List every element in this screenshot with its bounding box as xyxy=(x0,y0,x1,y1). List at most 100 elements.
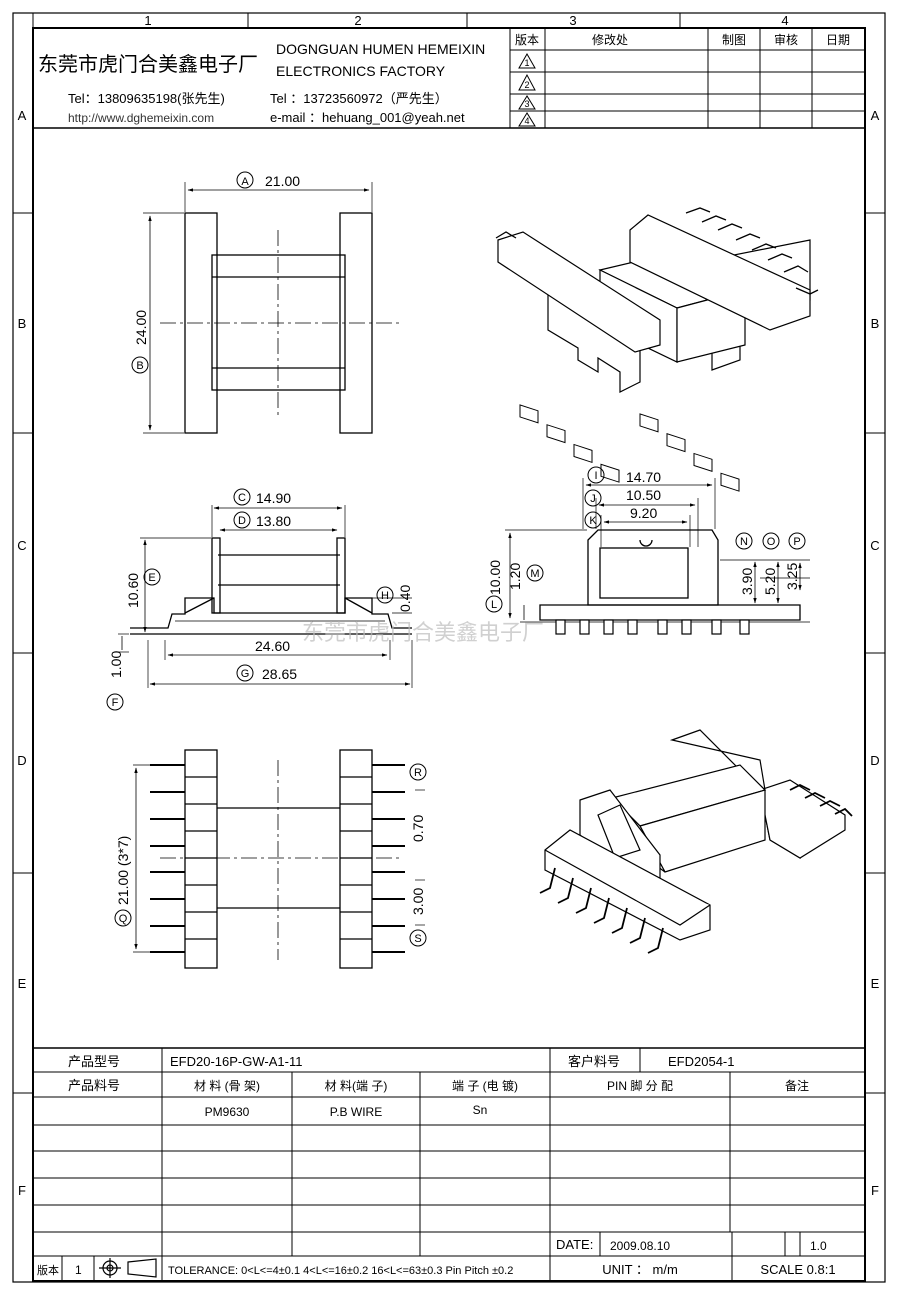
rev-header-drawn: 制图 xyxy=(722,33,746,47)
iso-lower-pins xyxy=(539,783,853,954)
material-bobbin-label: 材 料 (骨 架) xyxy=(194,1079,260,1093)
date-value: 2009.08.10 xyxy=(610,1239,670,1253)
revision-headers: 版本 修改处 制图 审核 日期 xyxy=(515,32,850,47)
iso-upper-pins xyxy=(519,404,740,492)
page-value: 1.0 xyxy=(810,1239,827,1253)
projection-symbol-icon xyxy=(99,1258,157,1278)
dim-j-value: 10.50 xyxy=(626,487,661,503)
plating-label: 端 子 (电 镀) xyxy=(452,1079,518,1093)
row-label-a-left: A xyxy=(18,108,27,123)
dim-p-value: 3.25 xyxy=(784,563,800,590)
plating-value: Sn xyxy=(473,1103,488,1117)
dim-l-value: 10.00 xyxy=(487,560,503,595)
dim-g-value: 28.65 xyxy=(262,666,297,682)
rev-triangle-4 xyxy=(518,112,536,127)
dim-f-value: 1.00 xyxy=(108,651,124,678)
bubble-f-letter: F xyxy=(112,697,119,709)
part-no-label: 产品料号 xyxy=(68,1078,120,1093)
bubble-m-letter: M xyxy=(530,568,539,580)
tolerance-text: TOLERANCE: 0<L<=4±0.1 4<L<=16±0.2 16<L<=… xyxy=(168,1265,513,1277)
scale-label: SCALE 0.8:1 xyxy=(760,1262,835,1277)
row-label-c-right: C xyxy=(870,538,879,553)
grid-labels: 1 2 3 4 A B C D E F A B C D E F xyxy=(17,13,879,1198)
bubble-m xyxy=(526,564,544,582)
bubble-i-letter: I xyxy=(594,470,597,482)
bubble-j xyxy=(584,489,602,507)
bottom-view xyxy=(133,749,425,969)
company-header: 东莞市虎门合美鑫电子厂 DOGNGUAN HUMEN HEMEIXIN ELEC… xyxy=(38,41,485,125)
right-view-pins xyxy=(555,619,750,635)
rev-triangle-3 xyxy=(518,95,536,110)
bubble-o-letter: O xyxy=(767,536,776,548)
right-view-dims: I 14.70 J 10.50 K 9.20 L 10.00 M 1.20 N … xyxy=(485,466,806,613)
watermark: 东莞市虎门合美鑫电子厂 xyxy=(302,620,544,645)
tel-2: Tel ：13723560972（严先生） xyxy=(270,91,448,106)
bubble-q xyxy=(114,909,132,927)
dim-h-value: 0.40 xyxy=(397,585,413,612)
top-view xyxy=(143,182,400,434)
model-value: EFD20-16P-GW-A1-11 xyxy=(170,1054,302,1069)
bubble-q-letter: Q xyxy=(119,913,128,925)
dim-n-value: 3.90 xyxy=(739,568,755,595)
col-label-4: 4 xyxy=(781,13,788,28)
bubble-r-letter: R xyxy=(414,767,422,779)
col-label-1: 1 xyxy=(144,13,151,28)
material-pin-label: 材 料(端 子) xyxy=(325,1079,388,1093)
bubble-n xyxy=(735,532,753,550)
bubble-g-letter: G xyxy=(241,668,250,680)
dim-d-value: 13.80 xyxy=(256,513,291,529)
top-view-dims: A 21.00 B 24.00 xyxy=(131,171,300,374)
bubble-f xyxy=(106,693,124,711)
rev-number-2: 2 xyxy=(524,80,529,90)
dim-i-value: 14.70 xyxy=(626,469,661,485)
col-label-2: 2 xyxy=(354,13,361,28)
row-label-a-right: A xyxy=(871,108,880,123)
bubble-j-letter: J xyxy=(590,493,596,505)
company-name-en-1: DOGNGUAN HUMEN HEMEIXIN xyxy=(276,41,485,57)
bubble-e-letter: E xyxy=(148,572,155,584)
material-bobbin-value: PM9630 xyxy=(205,1105,250,1119)
rev-header-date: 日期 xyxy=(826,33,850,47)
dim-inner-value: 24.60 xyxy=(255,638,290,654)
version-value: 1 xyxy=(75,1263,82,1277)
bubble-d-letter: D xyxy=(238,515,246,527)
dim-e-value: 10.60 xyxy=(125,573,141,608)
bubble-a-letter: A xyxy=(241,176,249,188)
remark-label: 备注 xyxy=(785,1078,809,1093)
dim-k-value: 9.20 xyxy=(630,505,657,521)
side-view-dims: C 14.90 D 13.80 E 10.60 F 1.00 24.60 G 2… xyxy=(106,488,413,711)
bubble-b xyxy=(131,356,149,374)
revision-table xyxy=(509,28,865,128)
rev-header-change: 修改处 xyxy=(592,32,628,47)
bubble-b-letter: B xyxy=(136,360,143,372)
version-label: 版本 xyxy=(37,1263,59,1277)
bubble-i xyxy=(587,466,605,484)
unit-label: UNIT ： m/m xyxy=(602,1262,678,1277)
bubble-c xyxy=(233,488,251,506)
spec-table-text: 产品型号 EFD20-16P-GW-A1-11 客户料号 EFD2054-1 产… xyxy=(37,1054,836,1277)
sheet-frame xyxy=(12,12,886,1283)
bubble-l xyxy=(485,595,503,613)
website: http://www.dghemeixin.com xyxy=(68,111,214,125)
bottom-view-dims: Q 21.00 (3*7) R 0.70 S 3.00 xyxy=(114,763,427,947)
row-label-b-left: B xyxy=(18,316,27,331)
iso-view-lower xyxy=(544,729,846,941)
model-label: 产品型号 xyxy=(68,1054,120,1069)
rev-triangle-2 xyxy=(518,73,536,91)
row-label-d-right: D xyxy=(870,753,879,768)
row-label-d-left: D xyxy=(17,753,26,768)
rev-header-check: 审核 xyxy=(774,32,798,47)
rev-triangle-1 xyxy=(518,52,536,69)
customer-code-value: EFD2054-1 xyxy=(668,1054,734,1069)
bubble-a xyxy=(236,171,254,189)
bubble-p xyxy=(788,532,806,550)
bubble-k xyxy=(584,511,602,529)
tel-1: Tel：13809635198(张先生) xyxy=(68,91,225,106)
dim-o-value: 5.20 xyxy=(762,568,778,595)
company-name-en-2: ELECTRONICS FACTORY xyxy=(276,63,446,79)
bubble-h xyxy=(376,586,394,604)
dim-c-value: 14.90 xyxy=(256,490,291,506)
iso-upper-terminals xyxy=(495,207,819,295)
dim-q-value: 21.00 (3*7) xyxy=(115,836,131,905)
